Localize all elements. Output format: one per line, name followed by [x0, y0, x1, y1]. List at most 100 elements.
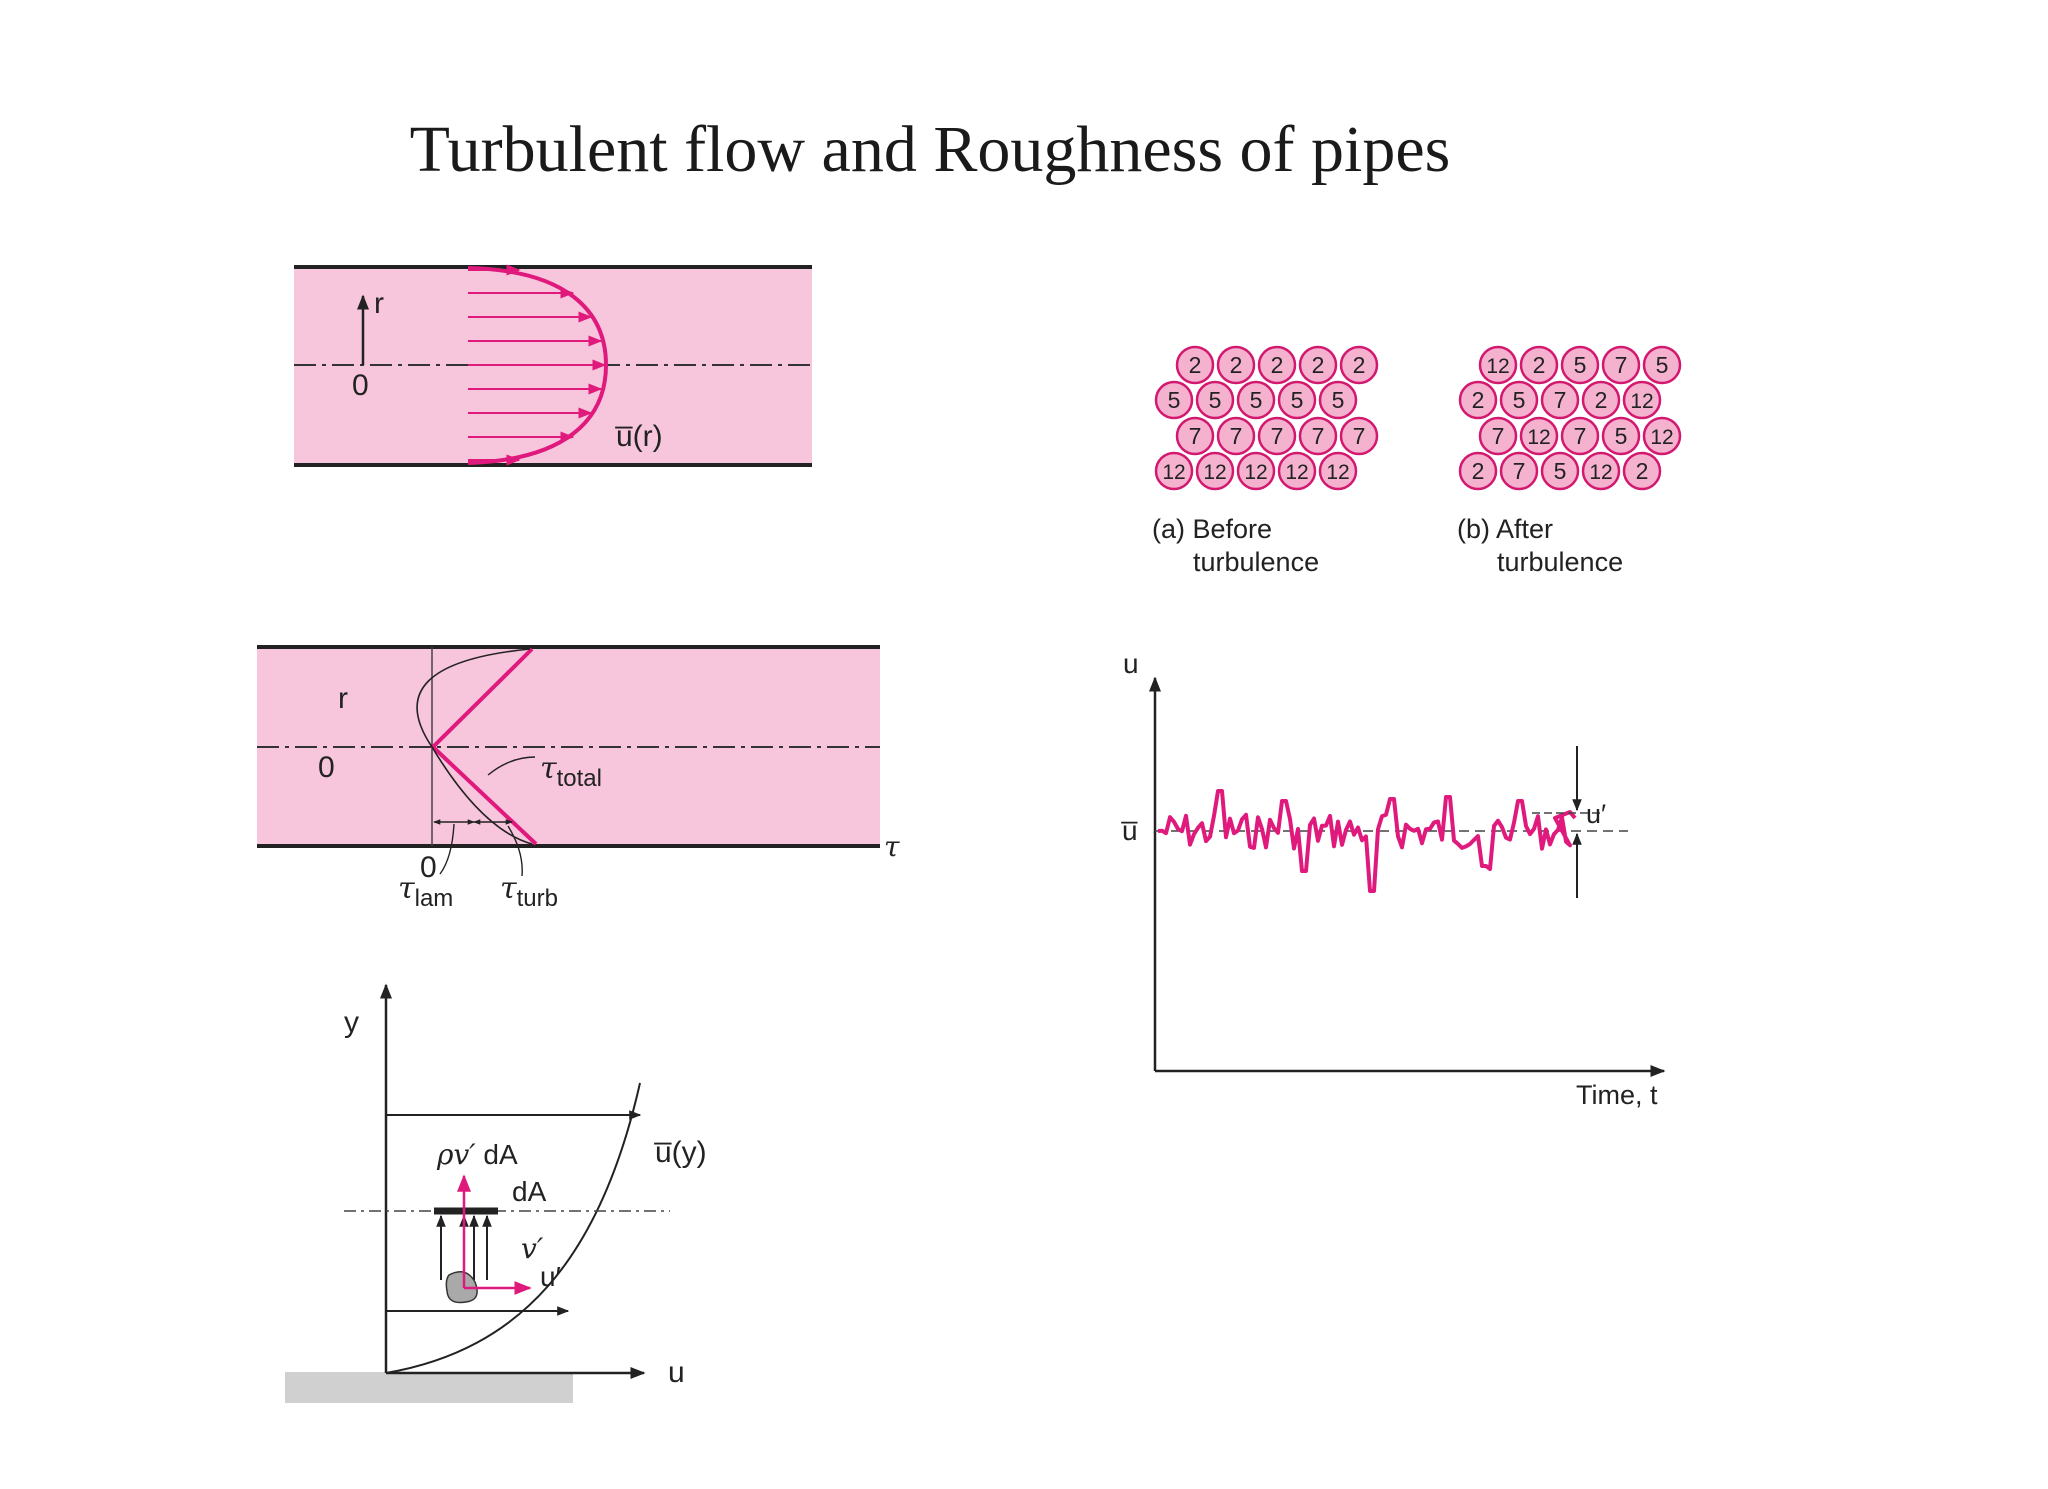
molecule-label: 2	[1189, 352, 1202, 378]
laminar-stress-curve	[416, 648, 533, 845]
page-title: Turbulent flow and Roughness of pipes	[409, 113, 1451, 186]
molecule-label: 12	[1162, 461, 1185, 484]
mean-velocity-profile	[385, 1082, 641, 1374]
u-prime-label: u′	[540, 1261, 561, 1292]
molecule-circle	[1175, 345, 1215, 385]
molecule-circle	[1519, 345, 1559, 385]
mean-velocity-label: u̅	[1120, 815, 1138, 846]
tau-axis-label: τ	[884, 830, 900, 863]
molecule-label: 12	[1326, 461, 1349, 484]
molecule-circle	[1236, 451, 1276, 491]
molecule-label: 5	[1168, 387, 1181, 413]
molecule-label: 7	[1353, 423, 1366, 449]
molecule-label: 5	[1513, 387, 1526, 413]
molecule-circle	[1339, 345, 1379, 385]
molecule-circle	[1622, 451, 1662, 491]
molecule-circle	[1601, 345, 1641, 385]
origin-label: 0	[352, 369, 369, 402]
r-axis-label: r	[338, 682, 348, 715]
molecule-label: 2	[1353, 352, 1366, 378]
molecule-label: 5	[1554, 458, 1567, 484]
molecule-circle	[1622, 380, 1662, 420]
molecule-circle	[1519, 416, 1559, 456]
velocity-profile-curve	[467, 266, 609, 465]
after-caption-line1: (b) After	[1457, 514, 1553, 544]
molecule-label: 7	[1554, 387, 1567, 413]
profile-label: u̅(y)	[654, 1136, 707, 1169]
velocity-fluctuation-plot: u u̅ Time, t u′	[1120, 648, 1666, 1110]
velocity-fluctuation-signal	[1157, 789, 1577, 893]
molecule-label: 5	[1250, 387, 1263, 413]
molecule-label: 12	[1630, 390, 1653, 413]
v-prime-label: v′	[521, 1232, 544, 1265]
molecule-label: 2	[1230, 352, 1243, 378]
velocity-profile-diagram: r 0 u̅(r)	[294, 264, 812, 467]
molecule-label: 2	[1312, 352, 1325, 378]
molecule-circle	[1257, 416, 1297, 456]
r-axis-label: r	[374, 287, 384, 320]
molecule-circle	[1478, 345, 1518, 385]
molecule-circle	[1298, 345, 1338, 385]
molecule-circle	[1458, 380, 1498, 420]
molecule-label: 5	[1209, 387, 1222, 413]
y-axis-label: y	[344, 1006, 359, 1039]
molecule-label: 2	[1472, 387, 1485, 413]
mean-velocity-label: u̅(r)	[615, 420, 663, 453]
molecule-label: 5	[1291, 387, 1304, 413]
molecule-circle	[1540, 380, 1580, 420]
time-axis-label: Time, t	[1576, 1080, 1658, 1110]
molecule-circle	[1560, 345, 1600, 385]
molecule-label: 5	[1332, 387, 1345, 413]
molecule-label: 2	[1472, 458, 1485, 484]
wall-surface	[285, 1372, 573, 1403]
molecule-circle	[1499, 380, 1539, 420]
molecule-circle	[1216, 416, 1256, 456]
molecule-label: 2	[1271, 352, 1284, 378]
molecule-circle	[1216, 345, 1256, 385]
fluctuation-label: u′	[1586, 799, 1606, 829]
molecule-circle	[1581, 451, 1621, 491]
molecule-label: 12	[1203, 461, 1226, 484]
molecule-circle	[1277, 380, 1317, 420]
area-label: dA	[512, 1176, 547, 1207]
molecule-circle	[1540, 451, 1580, 491]
molecule-label: 5	[1656, 352, 1669, 378]
molecule-circle	[1581, 380, 1621, 420]
wall-zero-label: 0	[420, 851, 437, 884]
molecule-circle	[1195, 380, 1235, 420]
molecule-circle	[1560, 416, 1600, 456]
molecule-circle	[1601, 416, 1641, 456]
shear-stress-diagram: r 0 0 τtotal τlam τturb τ	[257, 645, 900, 912]
molecule-circle	[1318, 451, 1358, 491]
molecule-circle	[1298, 416, 1338, 456]
tau-lam-leader	[439, 823, 455, 875]
molecule-label: 12	[1527, 426, 1550, 449]
molecule-circle	[1195, 451, 1235, 491]
molecule-circle	[1257, 345, 1297, 385]
y-axis-label: u	[1123, 648, 1139, 679]
molecule-label: 7	[1230, 423, 1243, 449]
molecule-label: 2	[1533, 352, 1546, 378]
tau-total-leader	[487, 756, 536, 776]
origin-label: 0	[318, 751, 335, 784]
molecule-label: 7	[1615, 352, 1628, 378]
molecule-circle	[1154, 380, 1194, 420]
before-caption-line2: turbulence	[1193, 547, 1319, 577]
molecule-label: 2	[1595, 387, 1608, 413]
molecule-circle	[1154, 451, 1194, 491]
molecule-label: 5	[1574, 352, 1587, 378]
molecule-circle	[1277, 451, 1317, 491]
molecule-circle	[1175, 416, 1215, 456]
molecule-circle	[1339, 416, 1379, 456]
after-caption-line2: turbulence	[1497, 547, 1623, 577]
molecule-label: 12	[1589, 461, 1612, 484]
molecule-circle	[1642, 416, 1682, 456]
molecule-label: 7	[1271, 423, 1284, 449]
total-stress-line	[430, 647, 538, 846]
molecule-circle	[1458, 451, 1498, 491]
molecule-label: 12	[1285, 461, 1308, 484]
